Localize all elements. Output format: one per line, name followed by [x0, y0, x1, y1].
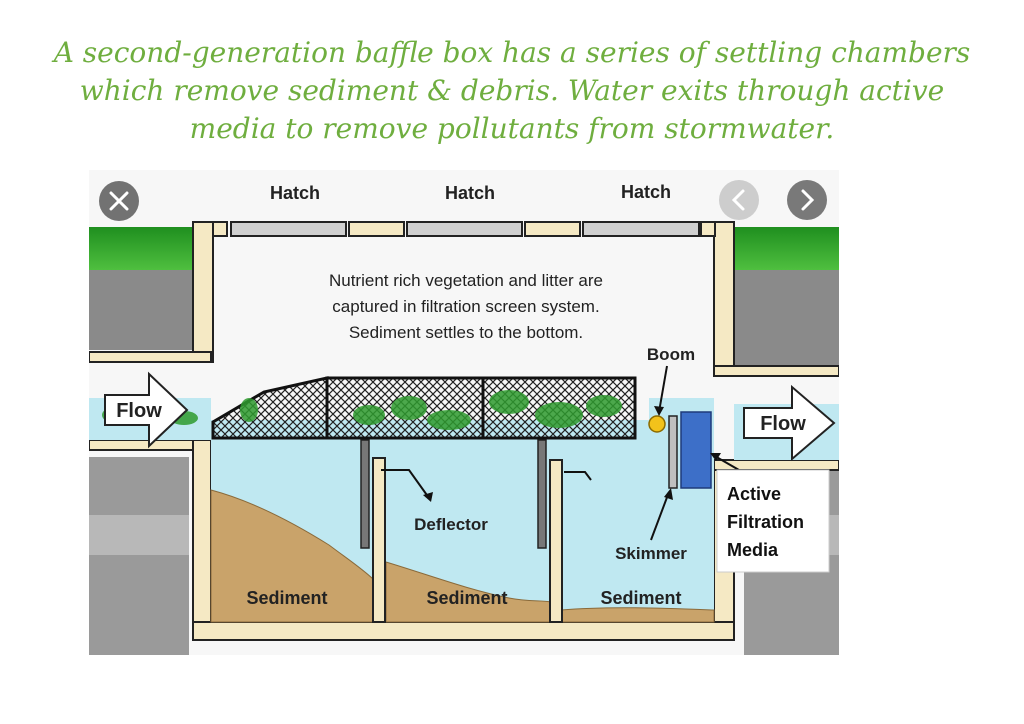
skimmer-leader [650, 491, 670, 541]
flow-in-arrow: Flow [104, 371, 189, 449]
close-icon [109, 191, 129, 211]
description-line-2: captured in filtration screen system. [332, 297, 599, 316]
deflector-arrowhead [423, 492, 433, 502]
caption-line-3: media to remove pollutants from stormwat… [189, 112, 835, 145]
hatch-2-label: Hatch [445, 183, 495, 203]
sediment-label-3: Sediment [600, 588, 681, 608]
skimmer-arrowhead [664, 488, 673, 500]
close-button[interactable] [99, 181, 139, 221]
sediment [210, 489, 715, 623]
media-label-box: Active Filtration Media [716, 469, 830, 573]
sediment-label-2: Sediment [426, 588, 507, 608]
chevron-left-icon [731, 189, 745, 211]
deflector-leader [381, 469, 430, 499]
deflector-label: Deflector [414, 515, 488, 534]
media-arrowhead [710, 453, 721, 461]
baffle-box-diagram: Hatch Hatch Hatch Nutrient rich vegetati… [88, 170, 840, 657]
previous-button[interactable] [719, 180, 759, 220]
sediment-label-1: Sediment [246, 588, 327, 608]
boom-label: Boom [647, 345, 695, 364]
hatch-3-label: Hatch [621, 182, 671, 202]
next-button[interactable] [787, 180, 827, 220]
flow-out-label: Flow [760, 413, 806, 435]
hatch-2-panel [406, 221, 523, 237]
description: Nutrient rich vegetation and litter are … [329, 271, 603, 342]
skimmer [668, 415, 678, 489]
flow-out-arrow: Flow [743, 384, 836, 462]
active-filtration-media [680, 411, 712, 489]
media-label-line-3: Media [727, 540, 779, 560]
hatch-3-panel [582, 221, 700, 237]
skimmer-label: Skimmer [615, 544, 687, 563]
hatch-1-label: Hatch [270, 183, 320, 203]
media-label-line-2: Filtration [727, 512, 804, 532]
description-line-3: Sediment settles to the bottom. [349, 323, 583, 342]
ground-left [89, 227, 199, 657]
caption-line-2: which remove sediment & debris. Water ex… [79, 74, 945, 107]
boom-arrowhead [654, 406, 664, 416]
deflector-leader-2 [564, 471, 592, 481]
caption: A second-generation baffle box has a ser… [40, 34, 984, 148]
boom [648, 415, 666, 433]
flow-in-label: Flow [116, 400, 162, 422]
caption-line-1: A second-generation baffle box has a ser… [53, 36, 971, 69]
lid [212, 221, 716, 237]
hatch-1-panel [230, 221, 347, 237]
chevron-right-icon [801, 189, 815, 211]
media-label-line-1: Active [727, 484, 781, 504]
boom-leader [658, 365, 668, 413]
description-line-1: Nutrient rich vegetation and litter are [329, 271, 603, 290]
deflector-plates [360, 439, 547, 549]
chamber-baffles [372, 457, 563, 623]
